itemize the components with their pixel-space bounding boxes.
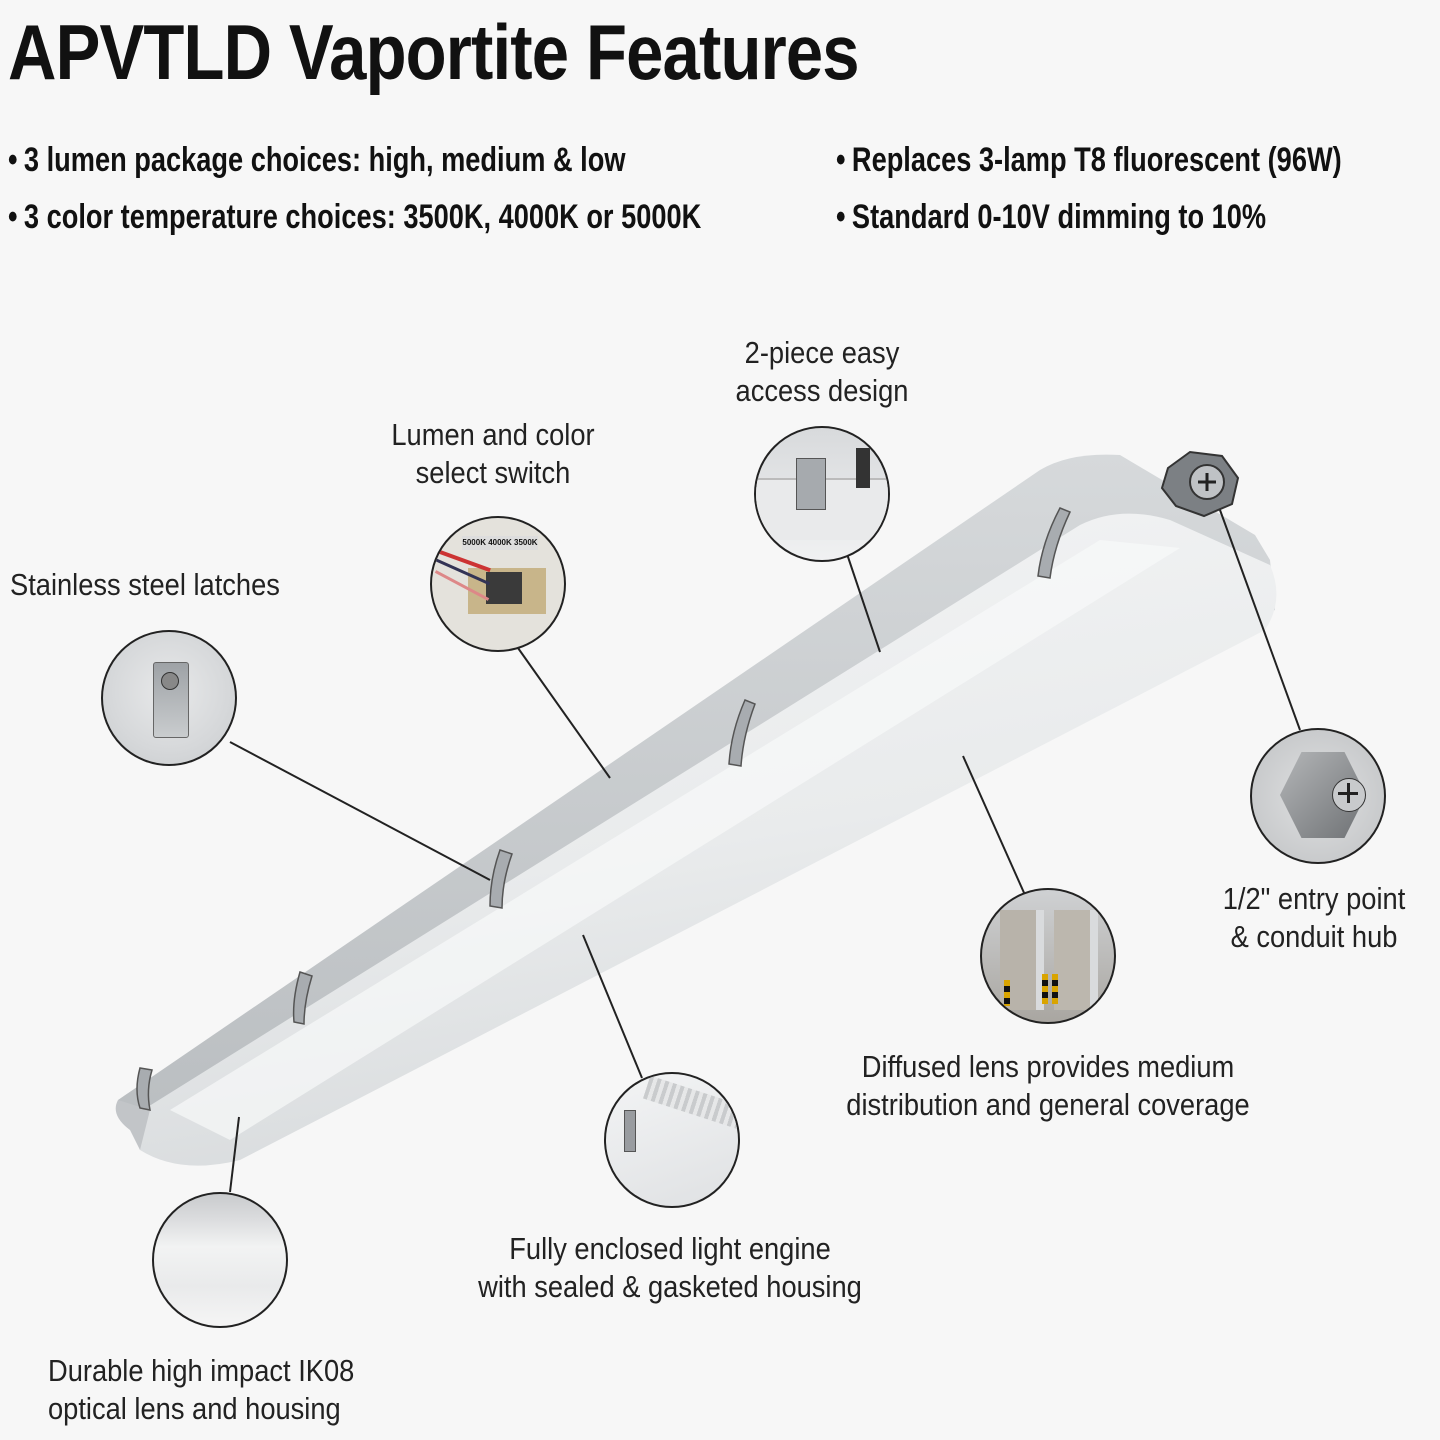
switch-icon	[486, 572, 522, 604]
page-title: APVTLD Vaportite Features	[8, 8, 860, 96]
latch-detail-circle	[101, 630, 237, 766]
access-label: 2-piece easy access design	[735, 335, 909, 408]
screw-icon	[161, 672, 179, 690]
latch-detail-icon	[624, 1110, 636, 1152]
conduit-label: 1/2" entry point & conduit hub	[1222, 881, 1406, 954]
latches-label: Stainless steel latches	[10, 567, 280, 602]
conduit-plug-icon	[856, 448, 870, 488]
lens-label: Diffused lens provides medium distributi…	[846, 1049, 1250, 1122]
feature-list-left: •3 lumen package choices: high, medium &…	[8, 132, 701, 246]
latch-icon	[136, 507, 1072, 1111]
switch-detail-circle: 5000K 4000K 3500K	[430, 516, 566, 652]
bullet-icon: •	[836, 141, 846, 179]
bullet-icon: •	[836, 198, 846, 236]
bullet-icon: •	[8, 141, 18, 179]
bullet-icon: •	[8, 198, 18, 236]
feature-item: •3 lumen package choices: high, medium &…	[8, 141, 626, 179]
conduit-detail-circle	[1250, 728, 1386, 864]
engine-detail-circle	[604, 1072, 740, 1208]
conduit-hub-icon	[1160, 450, 1240, 518]
feature-item: •3 color temperature choices: 3500K, 400…	[8, 198, 702, 236]
feature-item: •Replaces 3-lamp T8 fluorescent (96W)	[836, 141, 1342, 179]
access-detail-circle	[754, 426, 890, 562]
feature-list-right: •Replaces 3-lamp T8 fluorescent (96W) •S…	[836, 132, 1342, 246]
leader-lines	[229, 509, 1301, 1193]
lens-detail-circle	[980, 888, 1116, 1024]
durable-lens-detail-circle	[152, 1192, 288, 1328]
durable-label: Durable high impact IK08 optical lens an…	[48, 1353, 355, 1426]
switch-label: 5000K 4000K 3500K	[462, 536, 538, 550]
latch-detail-icon	[796, 458, 826, 510]
feature-item: •Standard 0-10V dimming to 10%	[836, 198, 1267, 236]
engine-label: Fully enclosed light engine with sealed …	[478, 1231, 862, 1304]
switch-label-text: Lumen and color select switch	[391, 417, 595, 490]
